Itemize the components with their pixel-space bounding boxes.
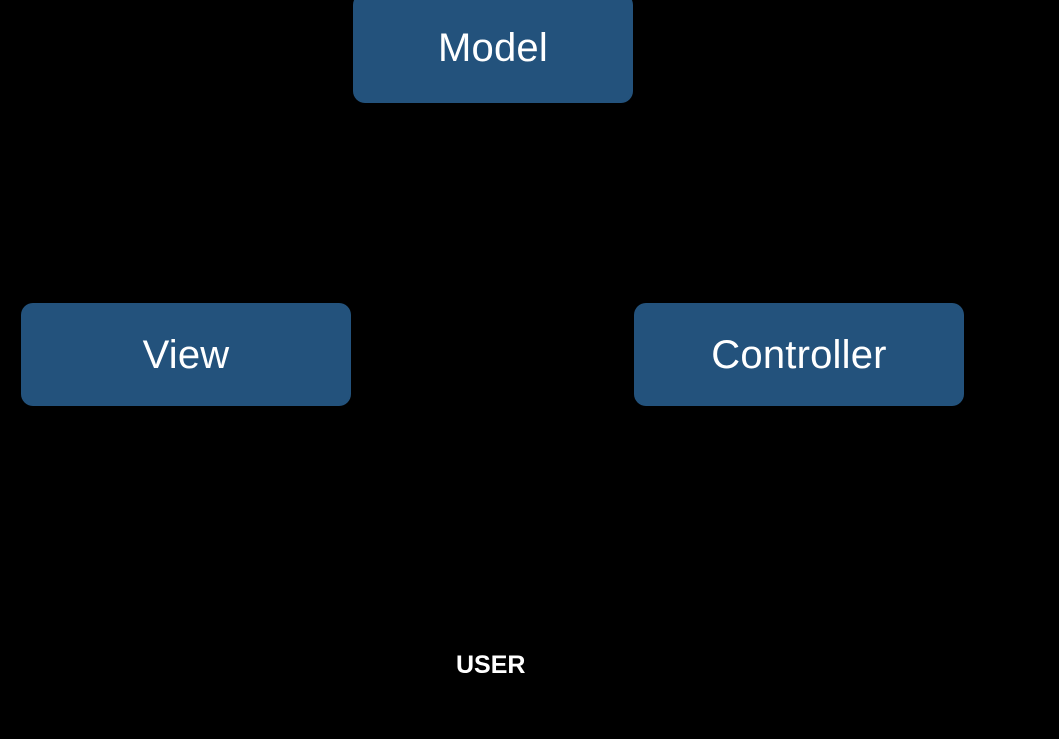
node-controller[interactable]: Controller bbox=[634, 303, 964, 406]
node-view-label: View bbox=[142, 332, 230, 377]
node-model[interactable]: Model bbox=[353, 0, 633, 103]
connector-controller-to-model bbox=[597, 100, 801, 305]
connector-user-to-controller bbox=[528, 403, 802, 650]
connector-view-to-user bbox=[185, 404, 463, 650]
node-model-label: Model bbox=[438, 26, 548, 70]
node-view[interactable]: View bbox=[21, 303, 351, 406]
connector-model-to-view bbox=[183, 101, 402, 306]
node-controller-label: Controller bbox=[711, 332, 887, 377]
actor-label-user: USER bbox=[456, 651, 526, 679]
